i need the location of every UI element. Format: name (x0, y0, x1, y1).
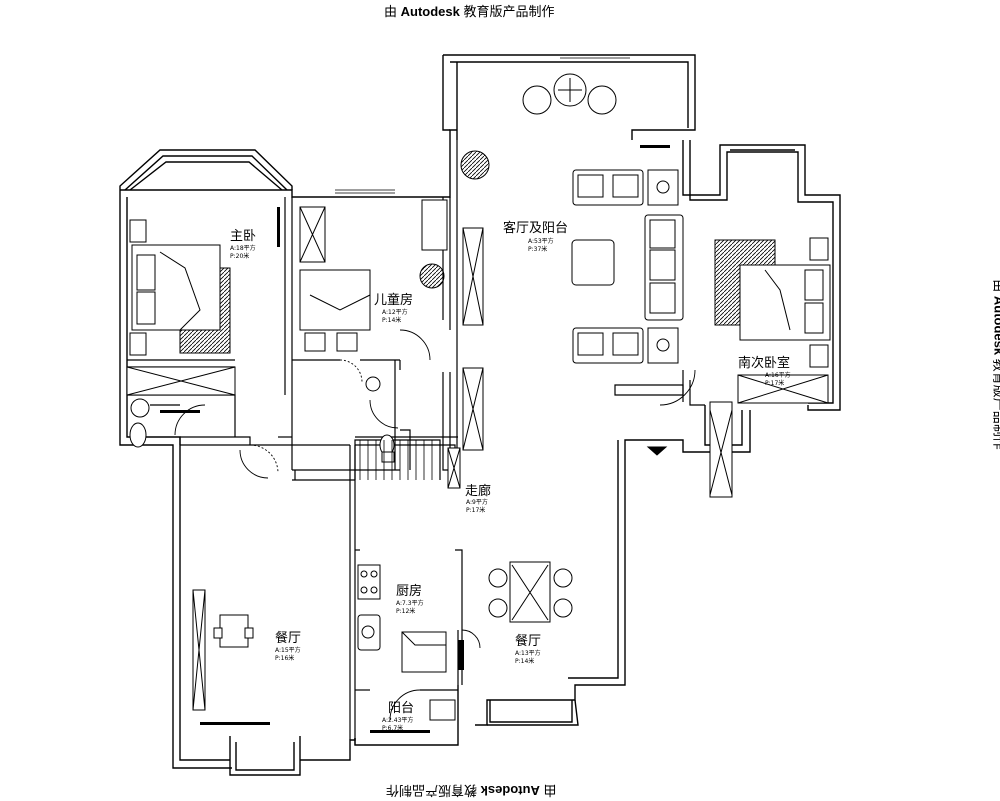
room-label-balcony: 阳台 A:2.43平方 P:6.7米 (382, 701, 414, 732)
room-label-living-balcony: 客厅及阳台 A:53平方 P:37米 (503, 220, 568, 253)
wardrobes (126, 199, 829, 711)
room-area: A:2.43平方 (382, 716, 413, 724)
room-label-kitchen: 厨房 A:7.3平方 P:12米 (396, 583, 424, 615)
room-label-kids-room: 儿童房 A:12平方 P:14米 (374, 292, 413, 324)
room-area: A:13平方 (515, 649, 541, 657)
room-name: 客厅及阳台 (503, 220, 568, 236)
room-perimeter: P:20米 (230, 252, 249, 260)
room-labels: 主卧 A:18平方 P:20米 儿童房 A:12平方 P:14米 客厅及阳台 A… (230, 220, 791, 732)
room-name: 餐厅 (515, 633, 541, 649)
room-perimeter: P:37米 (528, 245, 547, 253)
watermark-prefix: 由 (384, 4, 401, 19)
room-perimeter: P:14米 (515, 657, 534, 665)
corridor-steps (359, 440, 433, 480)
room-name: 餐厅 (275, 630, 301, 646)
room-perimeter: P:14米 (382, 316, 401, 324)
room-label-dining-east: 餐厅 A:13平方 P:14米 (515, 633, 541, 665)
room-area: A:15平方 (275, 646, 301, 654)
beds (129, 219, 831, 368)
radiators (160, 145, 670, 733)
room-perimeter: P:16米 (275, 654, 294, 662)
room-perimeter: P:6.7米 (382, 724, 403, 732)
watermark-suffix: 教育版产品制作 (459, 4, 555, 19)
room-area: A:16平方 (765, 371, 791, 379)
fixtures (129, 376, 456, 721)
room-area: A:18平方 (230, 244, 256, 252)
room-label-dining-west: 餐厅 A:15平方 P:16米 (275, 630, 301, 662)
room-area: A:9平方 (466, 498, 488, 506)
room-perimeter: P:17米 (765, 379, 784, 387)
room-name: 厨房 (396, 583, 422, 599)
room-name: 主卧 (230, 229, 256, 244)
room-label-south-bedroom: 南次卧室 A:16平方 P:17米 (738, 355, 791, 387)
room-name: 走廊 (465, 483, 491, 499)
windows (335, 54, 630, 194)
room-name: 儿童房 (374, 292, 413, 308)
room-area: A:53平方 (528, 237, 554, 245)
room-perimeter: P:17米 (466, 506, 485, 514)
watermark-top: 由 Autodesk 教育版产品制作 (384, 1, 554, 20)
room-area: A:12平方 (382, 308, 408, 316)
door-swings (174, 329, 696, 721)
living-furniture (419, 73, 684, 364)
room-label-corridor: 走廊 A:9平方 P:17米 (465, 483, 491, 514)
room-perimeter: P:12米 (396, 607, 415, 615)
room-name: 南次卧室 (738, 355, 790, 371)
room-label-master-bedroom: 主卧 A:18平方 P:20米 (230, 229, 256, 260)
dining-table-east (488, 446, 668, 623)
watermark-brand: Autodesk (400, 4, 460, 19)
room-name: 阳台 (388, 701, 414, 716)
room-area: A:7.3平方 (396, 599, 424, 607)
